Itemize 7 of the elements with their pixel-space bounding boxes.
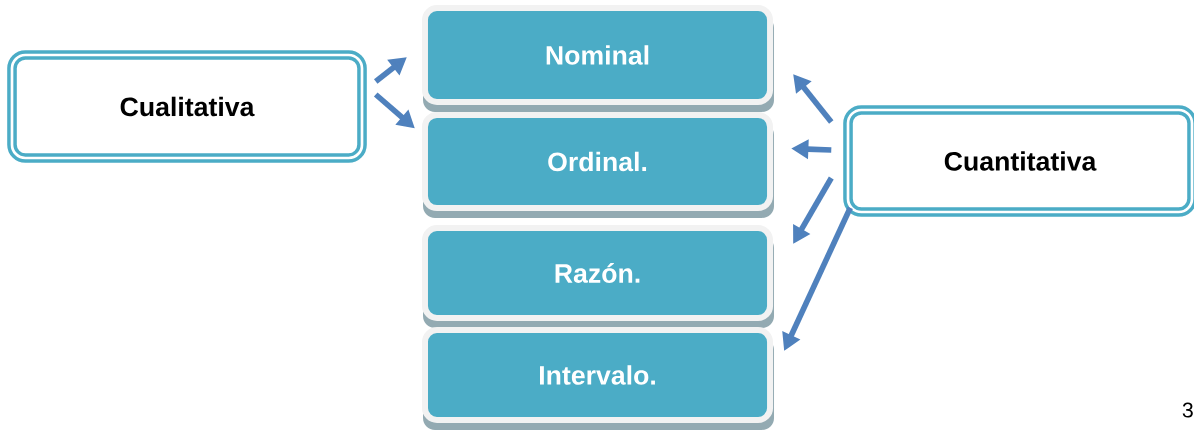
process-box: Intervalo. bbox=[422, 327, 774, 430]
page-number: 3 bbox=[1182, 402, 1193, 418]
process-box: Razón. bbox=[422, 225, 774, 328]
category-box: Cuantitativa bbox=[843, 105, 1194, 217]
process-box: Nominal bbox=[422, 5, 774, 112]
category-box: Cualitativa bbox=[7, 50, 367, 163]
process-box: Ordinal. bbox=[422, 111, 774, 218]
